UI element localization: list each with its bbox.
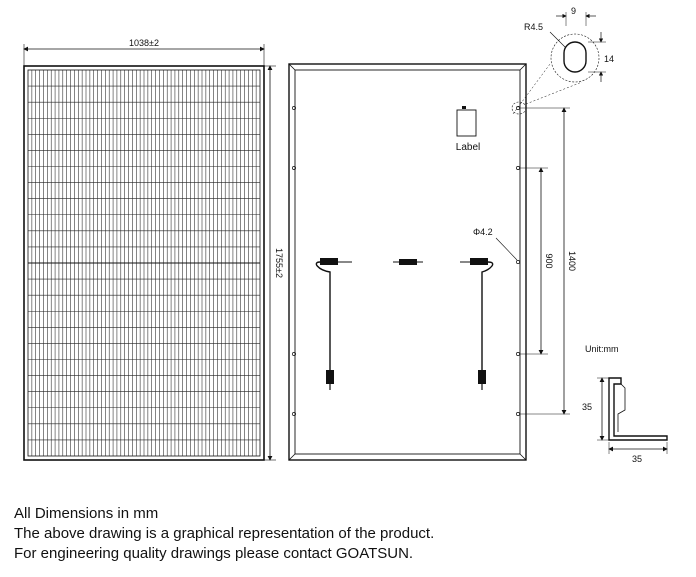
cable-right-icon [460, 258, 494, 390]
label-sticker-icon [456, 106, 477, 137]
back-view: Label Φ4.2 900 [288, 6, 614, 461]
dim-900-label: 900 [544, 253, 554, 268]
cell-grid [28, 70, 260, 456]
front-width-label: 1038±2 [129, 38, 159, 48]
label-text: Label [456, 142, 480, 153]
section-height-label: 35 [582, 402, 592, 412]
slot-outline [563, 41, 587, 73]
dim-1400-label: 1400 [567, 251, 577, 271]
note-line-3: For engineering quality drawings please … [14, 545, 414, 562]
note-line-1: All Dimensions in mm [14, 505, 159, 522]
mounting-holes [292, 106, 520, 416]
panel-drawing: 1038±2 1755±2 [23, 6, 668, 464]
slot-width-label: 9 [571, 6, 576, 16]
junction-box-icon [393, 259, 423, 265]
unit-label: Unit:mm [585, 344, 619, 354]
front-height-label: 1755±2 [274, 248, 284, 278]
front-view: 1038±2 1755±2 [23, 38, 284, 461]
slot-detail: R4.5 9 14 [511, 6, 614, 115]
section-width-label: 35 [632, 454, 642, 464]
notes-block: All Dimensions in mm The above drawing i… [14, 504, 434, 564]
frame-section: Unit:mm 35 35 [582, 344, 668, 464]
slot-height-label: 14 [604, 54, 614, 64]
radius-label: R4.5 [524, 22, 543, 32]
hole-diameter-label: Φ4.2 [473, 227, 493, 237]
frame-profile-icon [608, 377, 668, 441]
note-line-2: The above drawing is a graphical represe… [14, 525, 435, 542]
cable-left-icon [315, 258, 352, 390]
hole-leader-line [495, 237, 518, 261]
